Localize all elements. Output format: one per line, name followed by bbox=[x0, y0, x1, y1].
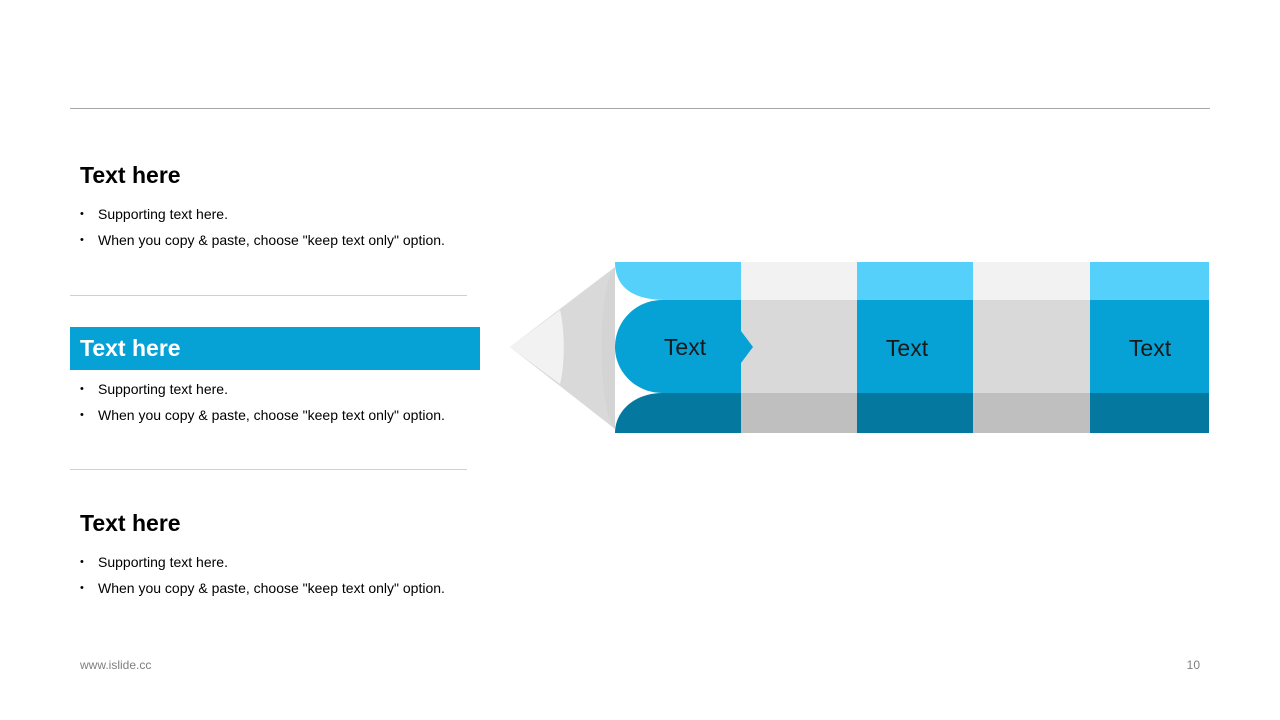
section-2-bullets: Supporting text here. When you copy & pa… bbox=[70, 376, 480, 428]
divider-1 bbox=[70, 295, 467, 296]
section-1: Text here Supporting text here. When you… bbox=[70, 154, 480, 253]
segment-3-top bbox=[857, 262, 973, 300]
pencil-diagram: Text Text Text bbox=[505, 255, 1215, 440]
pencil-cone-shade bbox=[601, 267, 615, 429]
segment-1-middle bbox=[615, 300, 741, 393]
pencil-label-3: Text bbox=[1128, 335, 1172, 361]
section-1-bullets: Supporting text here. When you copy & pa… bbox=[70, 201, 480, 253]
pencil-lead bbox=[510, 310, 564, 384]
segment-1-arrow-overlay bbox=[741, 331, 753, 363]
section-3-bullet-2: When you copy & paste, choose "keep text… bbox=[80, 575, 480, 601]
pencil-label-1: Text bbox=[663, 334, 707, 360]
segment-3-middle bbox=[857, 300, 973, 393]
pencil-graphic bbox=[510, 262, 1209, 433]
section-3-title: Text here bbox=[80, 510, 181, 536]
segment-5-bottom bbox=[1090, 393, 1209, 433]
segment-2-bottom bbox=[741, 393, 857, 433]
section-2: Text here Supporting text here. When you… bbox=[70, 327, 480, 428]
page-number: 10 bbox=[1186, 658, 1200, 672]
section-1-bullet-1: Supporting text here. bbox=[80, 201, 480, 227]
section-2-bullet-2: When you copy & paste, choose "keep text… bbox=[80, 402, 480, 428]
segment-4-bottom bbox=[973, 393, 1090, 433]
footer-url: www.islide.cc bbox=[80, 658, 152, 672]
section-3-bullets: Supporting text here. When you copy & pa… bbox=[70, 549, 480, 601]
pencil-label-2: Text bbox=[885, 335, 929, 361]
section-1-title: Text here bbox=[80, 162, 181, 188]
segment-3-bottom bbox=[857, 393, 973, 433]
top-rule bbox=[70, 108, 1210, 109]
segment-2-middle bbox=[741, 300, 857, 393]
divider-2 bbox=[70, 469, 467, 470]
section-1-bullet-2: When you copy & paste, choose "keep text… bbox=[80, 227, 480, 253]
segment-5-top bbox=[1090, 262, 1209, 300]
section-2-bullet-1: Supporting text here. bbox=[80, 376, 480, 402]
section-3-bullet-1: Supporting text here. bbox=[80, 549, 480, 575]
segment-2-top bbox=[741, 262, 857, 300]
segment-1-top bbox=[615, 262, 741, 300]
segment-4-middle bbox=[973, 300, 1090, 393]
section-2-title: Text here bbox=[70, 327, 480, 370]
segment-5-middle bbox=[1090, 300, 1209, 393]
segment-4-top bbox=[973, 262, 1090, 300]
segment-1-bottom bbox=[615, 393, 741, 433]
section-3: Text here Supporting text here. When you… bbox=[70, 502, 480, 601]
